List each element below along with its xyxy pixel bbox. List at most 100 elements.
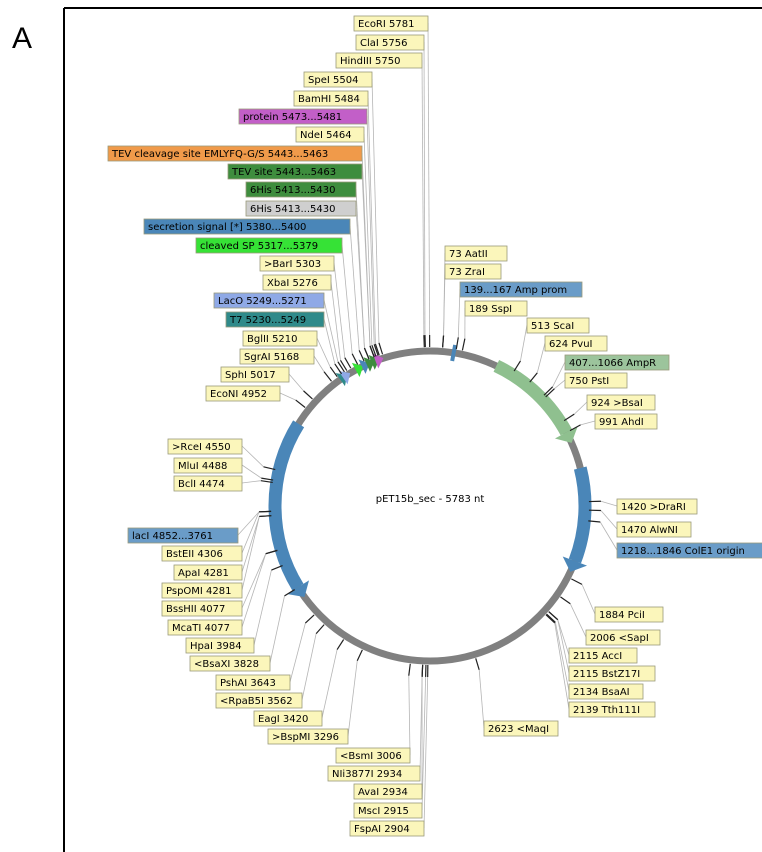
label-text: HindIII 5750 bbox=[340, 56, 400, 67]
site-label: MluI 4488 bbox=[173, 457, 243, 474]
leader-line bbox=[341, 244, 353, 354]
leader-line bbox=[573, 401, 588, 415]
leader-line bbox=[371, 78, 380, 343]
label-box bbox=[262, 274, 332, 291]
site-tick bbox=[475, 658, 480, 670]
laci-arc bbox=[268, 420, 305, 591]
label-box bbox=[594, 413, 658, 430]
site-label: 991 AhdI bbox=[594, 413, 658, 430]
label-text: 407...1066 AmpR bbox=[569, 358, 656, 369]
site-label: EcoNI 4952 bbox=[205, 385, 281, 402]
site-tick bbox=[337, 361, 345, 373]
site-ticks bbox=[259, 334, 601, 677]
leader-line bbox=[301, 633, 317, 701]
label-text: <RpaB5I 3562 bbox=[220, 696, 293, 707]
label-text: NdeI 5464 bbox=[300, 130, 352, 141]
label-text: 624 PvuI bbox=[549, 339, 593, 350]
leader-line bbox=[241, 445, 264, 468]
label-box bbox=[564, 372, 628, 389]
label-text: 2115 AccI bbox=[573, 651, 622, 662]
leader-line bbox=[330, 281, 341, 361]
label-box bbox=[544, 335, 608, 352]
label-text: AvaI 2934 bbox=[358, 787, 408, 798]
site-label: 73 ZraI bbox=[444, 263, 502, 280]
site-tick bbox=[356, 649, 363, 662]
leader-line bbox=[423, 676, 429, 829]
label-text: >BspMI 3296 bbox=[272, 732, 339, 743]
site-tick bbox=[560, 596, 571, 605]
label-text: 1218...1846 ColE1 origin bbox=[621, 546, 745, 557]
label-box bbox=[295, 126, 365, 143]
label-text: >RceI 4550 bbox=[172, 442, 231, 453]
site-tick bbox=[571, 578, 583, 585]
label-text: EcoNI 4952 bbox=[210, 389, 267, 400]
label-text: TEV site 5443...5463 bbox=[231, 167, 336, 178]
leader-line bbox=[313, 355, 325, 372]
amp-prom-mark bbox=[450, 344, 458, 362]
site-label: TEV site 5443...5463 bbox=[227, 163, 363, 180]
site-label: 6His 5413...5430 bbox=[245, 200, 357, 217]
leader-line bbox=[316, 337, 331, 368]
site-label: SphI 5017 bbox=[220, 366, 290, 383]
site-tick bbox=[369, 345, 375, 358]
leader-line bbox=[478, 669, 485, 729]
site-label: MscI 2915 bbox=[353, 802, 423, 819]
leader-line bbox=[557, 619, 570, 674]
site-label: >BarI 5303 bbox=[259, 255, 335, 272]
label-box bbox=[585, 629, 661, 646]
site-tick bbox=[374, 343, 380, 356]
label-box bbox=[127, 527, 239, 544]
label-text: ClaI 5756 bbox=[360, 38, 407, 49]
site-label: 2115 AccI bbox=[568, 647, 638, 664]
leader-line bbox=[554, 379, 566, 390]
label-text: BssHII 4077 bbox=[166, 604, 225, 615]
site-tick bbox=[371, 344, 377, 357]
label-text: cleaved SP 5317...5379 bbox=[200, 241, 318, 252]
leader-line bbox=[333, 262, 346, 358]
label-text: BclI 4474 bbox=[178, 479, 225, 490]
label-box bbox=[215, 692, 303, 709]
label-text: ApaI 4281 bbox=[178, 568, 229, 579]
site-label: 1470 AlwNI bbox=[616, 521, 692, 538]
leader-line bbox=[279, 392, 296, 401]
label-box bbox=[238, 108, 368, 125]
label-text: 139...167 Amp prom bbox=[464, 285, 567, 296]
site-tick bbox=[284, 589, 296, 597]
site-label: ApaI 4281 bbox=[173, 564, 243, 581]
label-text: 991 AhdI bbox=[599, 417, 644, 428]
label-text: 1470 AlwNI bbox=[621, 525, 678, 536]
site-tick bbox=[421, 664, 424, 677]
leader-line bbox=[323, 318, 336, 364]
label-box bbox=[355, 34, 425, 51]
leader-line bbox=[289, 622, 306, 683]
label-box bbox=[267, 728, 349, 745]
site-label: EcoRI 5781 bbox=[353, 15, 429, 32]
site-tick bbox=[545, 614, 556, 624]
leader-line bbox=[241, 553, 267, 609]
label-box bbox=[143, 218, 351, 235]
leader-line bbox=[366, 115, 375, 345]
label-box bbox=[564, 354, 670, 371]
label-text: 189 SspI bbox=[469, 304, 512, 315]
leader-line bbox=[552, 361, 566, 387]
site-label: AvaI 2934 bbox=[353, 783, 423, 800]
leader-line bbox=[427, 22, 431, 336]
site-label: 189 SspI bbox=[464, 300, 528, 317]
label-text: 6His 5413...5430 bbox=[250, 185, 335, 196]
leader-line bbox=[599, 521, 618, 551]
label-box bbox=[335, 52, 423, 69]
site-label: HpaI 3984 bbox=[185, 637, 255, 654]
site-tick bbox=[303, 390, 313, 400]
label-box bbox=[444, 245, 508, 262]
leader-line bbox=[581, 584, 596, 615]
leader-line bbox=[554, 622, 570, 692]
leader-line bbox=[321, 649, 338, 719]
label-box bbox=[213, 292, 325, 309]
label-text: PshAI 3643 bbox=[220, 678, 276, 689]
site-label: BssHII 4077 bbox=[161, 600, 243, 617]
label-box bbox=[616, 521, 692, 538]
leader-line bbox=[600, 500, 618, 507]
leader-line bbox=[349, 225, 360, 351]
site-label: <RpaB5I 3562 bbox=[215, 692, 303, 709]
